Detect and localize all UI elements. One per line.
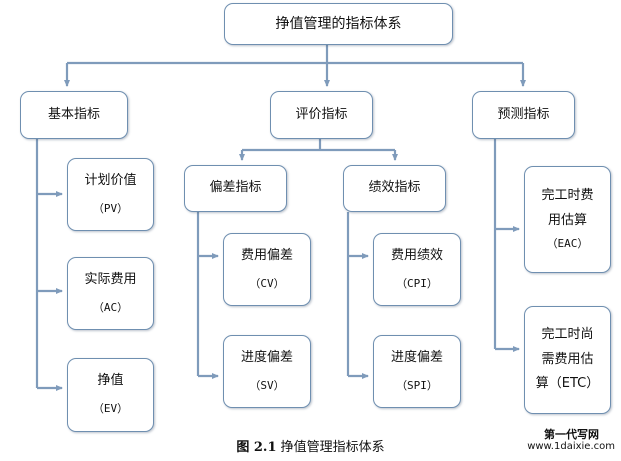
node-sv-code: （SV）: [249, 378, 285, 392]
category-evaluation-label: 评价指标: [295, 106, 348, 122]
subcategory-performance-label: 绩效指标: [368, 180, 421, 196]
node-cpi: 费用绩效 （CPI）: [373, 233, 461, 306]
node-etc-line1: 完工时尚: [541, 326, 594, 342]
watermark-url: www.1daixie.com: [527, 441, 615, 452]
node-eac-line2: 用估算: [547, 213, 587, 229]
category-basic-label: 基本指标: [47, 106, 100, 122]
node-ac-name: 实际费用: [84, 271, 137, 287]
node-pv: 计划价值 （PV）: [67, 158, 154, 231]
category-forecast-label: 预测指标: [497, 106, 550, 122]
root-title: 挣值管理的指标体系: [275, 15, 402, 32]
node-pv-code: （PV）: [92, 201, 129, 215]
subcategory-performance: 绩效指标: [343, 165, 446, 212]
node-spi-name: 进度偏差: [390, 349, 443, 365]
node-spi-code: （SPI）: [396, 378, 438, 392]
caption-number: 图 2.1: [236, 440, 277, 455]
category-evaluation: 评价指标: [270, 91, 373, 139]
node-ev-name: 挣值: [97, 373, 124, 389]
category-basic: 基本指标: [20, 91, 128, 139]
node-etc-line3: 算（ETC）: [535, 376, 600, 392]
root-node: 挣值管理的指标体系: [224, 3, 453, 45]
figure-caption: 图 2.1 挣值管理指标体系: [0, 436, 621, 455]
node-spi: 进度偏差 （SPI）: [373, 335, 461, 408]
node-sv-name: 进度偏差: [240, 349, 293, 365]
node-ac-code: （AC）: [92, 300, 129, 314]
subcategory-deviation-label: 偏差指标: [209, 180, 262, 196]
node-sv: 进度偏差 （SV）: [223, 335, 311, 408]
node-cpi-code: （CPI）: [396, 276, 438, 290]
node-eac-code: （EAC）: [546, 236, 589, 250]
node-ev-code: （EV）: [92, 402, 129, 416]
caption-text: 挣值管理指标体系: [280, 440, 385, 455]
node-cv: 费用偏差 （CV）: [223, 233, 311, 306]
node-eac: 完工时费 用估算 （EAC）: [524, 166, 611, 273]
node-pv-name: 计划价值: [84, 172, 137, 188]
category-forecast: 预测指标: [472, 91, 575, 139]
node-etc-line2: 需费用估: [541, 351, 594, 367]
node-ac: 实际费用 （AC）: [67, 257, 154, 330]
node-cv-code: （CV）: [249, 276, 285, 290]
node-cv-name: 费用偏差: [240, 247, 293, 263]
node-cpi-name: 费用绩效: [390, 247, 443, 263]
node-etc: 完工时尚 需费用估 算（ETC）: [524, 306, 611, 414]
watermark-name: 第一代写网: [544, 428, 599, 441]
node-ev: 挣值 （EV）: [67, 358, 154, 432]
subcategory-deviation: 偏差指标: [184, 165, 287, 212]
node-eac-line1: 完工时费: [541, 188, 594, 204]
